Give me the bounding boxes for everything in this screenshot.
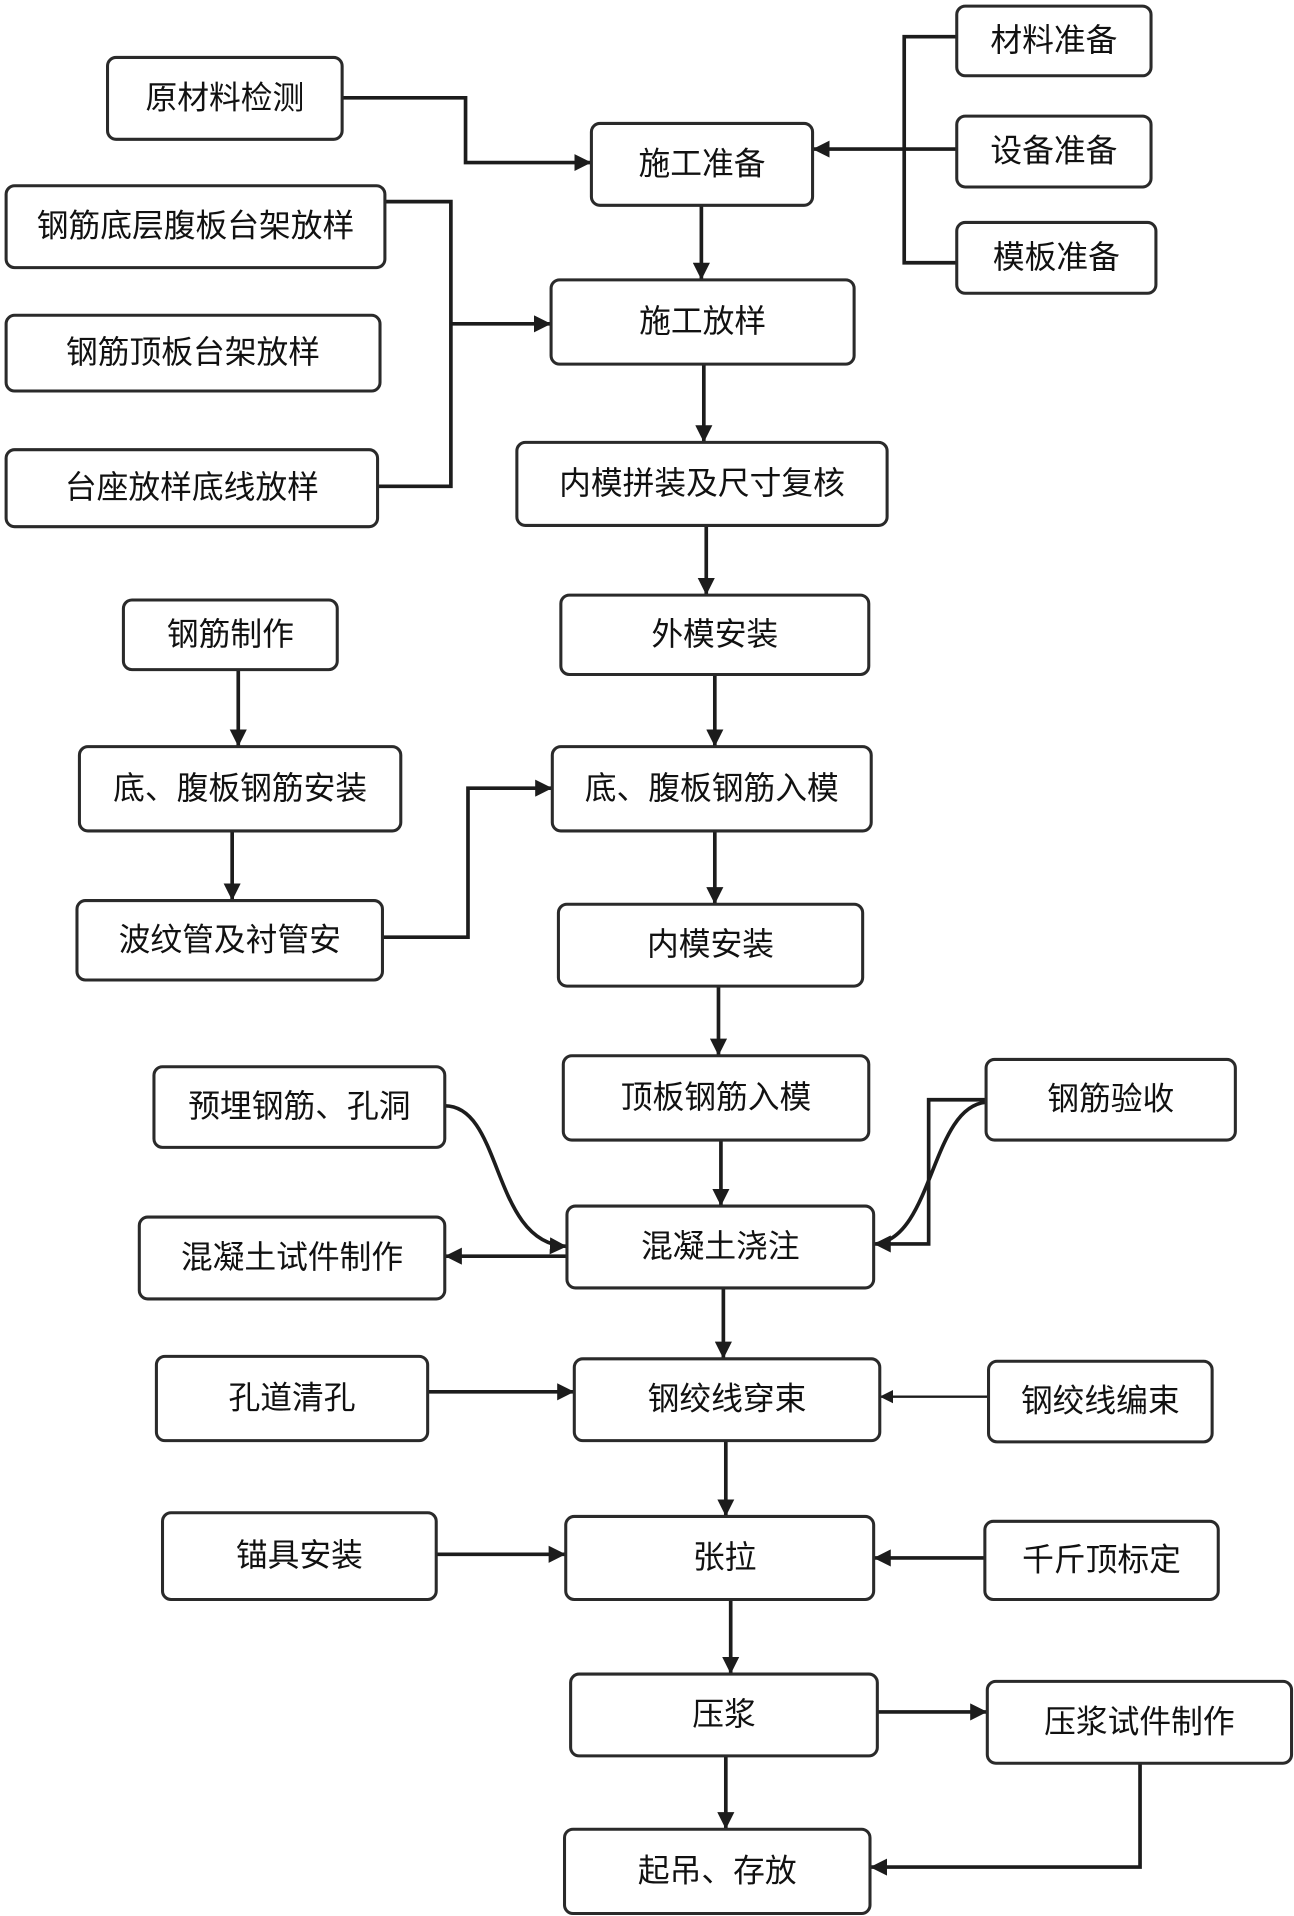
node-duct-liner-install: 波纹管及衬管安 xyxy=(75,899,384,982)
node-raw-material-test: 原材料检测 xyxy=(106,55,344,141)
node-label: 孔道清孔 xyxy=(229,1380,356,1416)
bracket-left-layout-inputs xyxy=(377,199,453,489)
arrow-duct-to-bottom-web-rebar xyxy=(382,779,553,940)
node-construction-layout: 施工放样 xyxy=(549,278,856,366)
node-strand-threading: 钢绞线穿束 xyxy=(572,1357,882,1443)
node-box xyxy=(550,745,873,833)
node-box xyxy=(77,745,403,833)
arrow-acceptance-to-pouring xyxy=(873,1097,987,1253)
node-label: 外模安装 xyxy=(651,617,778,653)
node-label: 压浆 xyxy=(692,1697,756,1733)
node-box xyxy=(137,1215,447,1301)
node-box xyxy=(569,1672,879,1758)
node-box xyxy=(983,1519,1220,1602)
arrow-raw-material-to-prep xyxy=(342,95,592,172)
node-lifting-storage: 起吊、存放 xyxy=(562,1827,872,1916)
node-box xyxy=(515,440,889,527)
node-box xyxy=(4,448,380,529)
node-label: 底、腹板钢筋安装 xyxy=(113,771,367,807)
node-top-slab-rebar-in-mold: 顶板钢筋入模 xyxy=(561,1054,871,1142)
node-material-prep: 材料准备 xyxy=(955,4,1153,78)
node-construction-prep: 施工准备 xyxy=(589,121,815,207)
node-label: 千斤顶标定 xyxy=(1022,1542,1181,1578)
node-box xyxy=(955,220,1158,295)
node-box xyxy=(572,1357,882,1443)
node-label: 材料准备 xyxy=(990,23,1117,59)
node-bottom-web-rebar-install: 底、腹板钢筋安装 xyxy=(77,745,403,833)
node-box xyxy=(985,1679,1294,1765)
node-label: 预埋钢筋、孔洞 xyxy=(188,1089,410,1125)
node-inner-mold-assembly-check: 内模拼装及尺寸复核 xyxy=(515,440,889,527)
node-box xyxy=(955,4,1153,78)
node-label: 施工放样 xyxy=(639,304,766,340)
node-label: 施工准备 xyxy=(638,146,765,182)
node-box xyxy=(561,1054,871,1142)
node-grouting: 压浆 xyxy=(569,1672,879,1758)
node-box xyxy=(154,1354,430,1443)
node-anchor-install: 锚具安装 xyxy=(160,1511,438,1602)
node-label: 钢绞线编束 xyxy=(1021,1384,1180,1420)
node-equipment-prep: 设备准备 xyxy=(955,114,1153,189)
node-bottom-web-rebar-in-mold: 底、腹板钢筋入模 xyxy=(550,745,873,833)
node-formwork-prep: 模板准备 xyxy=(955,220,1158,295)
node-label: 顶板钢筋入模 xyxy=(621,1080,812,1116)
node-label: 设备准备 xyxy=(990,134,1117,170)
node-box xyxy=(4,313,382,393)
arrow-grout-specimen-to-lifting xyxy=(869,1763,1142,1876)
node-box xyxy=(75,899,384,982)
node-label: 锚具安装 xyxy=(236,1538,363,1574)
node-outer-mold-install: 外模安装 xyxy=(559,593,871,677)
node-embedded-rebar-holes: 预埋钢筋、孔洞 xyxy=(152,1065,447,1149)
node-label: 底、腹板钢筋入模 xyxy=(585,771,839,807)
node-label: 内模安装 xyxy=(647,927,774,963)
node-label: 波纹管及衬管安 xyxy=(119,922,341,958)
node-pedestal-baseline-layout: 台座放样底线放样 xyxy=(4,448,380,529)
node-box xyxy=(564,1514,876,1602)
node-rebar-acceptance: 钢筋验收 xyxy=(984,1057,1237,1142)
node-box xyxy=(955,114,1153,189)
node-box xyxy=(559,593,871,677)
node-jack-calibration: 千斤顶标定 xyxy=(983,1519,1220,1602)
node-label: 内模拼装及尺寸复核 xyxy=(559,466,845,502)
node-label: 混凝土浇注 xyxy=(641,1229,800,1265)
node-box xyxy=(556,902,865,988)
node-label: 钢筋底层腹板台架放样 xyxy=(37,209,355,245)
node-label: 压浆试件制作 xyxy=(1044,1704,1235,1740)
node-label: 钢筋顶板台架放样 xyxy=(66,335,320,371)
node-concrete-specimen: 混凝土试件制作 xyxy=(137,1215,447,1301)
node-label: 钢筋验收 xyxy=(1047,1082,1174,1118)
node-rebar-top-slab-rack-layout: 钢筋顶板台架放样 xyxy=(4,313,382,393)
node-box xyxy=(152,1065,447,1149)
node-label: 钢绞线穿束 xyxy=(648,1382,807,1418)
node-box xyxy=(160,1511,438,1602)
node-box xyxy=(984,1057,1237,1142)
node-rebar-fabrication: 钢筋制作 xyxy=(121,598,339,672)
node-concrete-pouring: 混凝土浇注 xyxy=(565,1204,876,1290)
node-grout-specimen: 压浆试件制作 xyxy=(985,1679,1294,1765)
node-box xyxy=(986,1359,1214,1444)
node-label: 起吊、存放 xyxy=(638,1853,797,1889)
node-box xyxy=(4,184,387,270)
node-inner-mold-install: 内模安装 xyxy=(556,902,865,988)
node-label: 张拉 xyxy=(693,1540,757,1576)
curve-acceptance-to-pouring xyxy=(875,1100,987,1246)
node-tensioning: 张拉 xyxy=(564,1514,876,1602)
curve-embedded-to-pouring xyxy=(444,1104,568,1255)
node-label: 原材料检测 xyxy=(145,80,304,116)
connectors xyxy=(223,34,1142,1876)
node-rebar-bottom-web-rack-layout: 钢筋底层腹板台架放样 xyxy=(4,184,387,270)
node-box xyxy=(121,598,339,672)
node-box xyxy=(589,121,815,207)
node-duct-cleaning: 孔道清孔 xyxy=(154,1354,430,1443)
node-label: 混凝土试件制作 xyxy=(181,1240,403,1276)
node-label: 钢筋制作 xyxy=(167,617,294,653)
node-strand-bundling: 钢绞线编束 xyxy=(986,1359,1214,1444)
node-box xyxy=(562,1827,872,1916)
node-box xyxy=(106,55,344,141)
node-box xyxy=(565,1204,876,1290)
node-box xyxy=(549,278,856,366)
node-label: 台座放样底线放样 xyxy=(65,470,319,506)
node-label: 模板准备 xyxy=(993,240,1120,276)
